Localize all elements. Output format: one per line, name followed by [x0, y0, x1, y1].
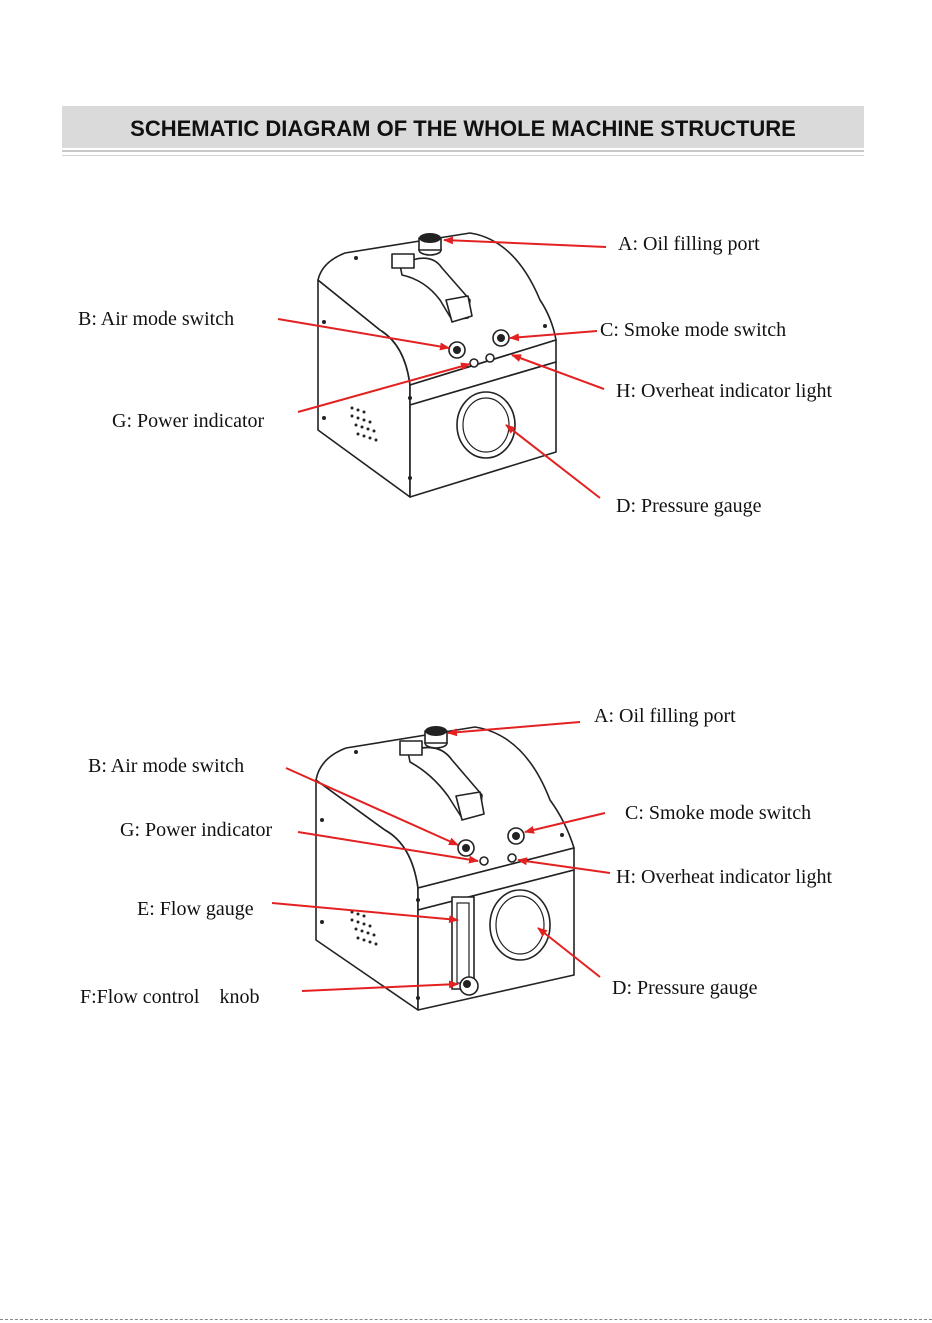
air-mode-switch-center: [453, 346, 461, 354]
arrow-h: [517, 857, 611, 874]
power-indicator: [469, 358, 479, 368]
arrow-b: [285, 767, 459, 846]
machine-diagram-2: [315, 726, 575, 1011]
handle-latch: [399, 740, 423, 756]
label-oil-filling-port: A: Oil filling port: [594, 705, 736, 727]
label-flow-gauge: E: Flow gauge: [137, 898, 254, 920]
panel-screws: [322, 256, 547, 480]
label-smoke-mode-switch: C: Smoke mode switch: [625, 802, 811, 824]
arrow-h: [511, 354, 605, 390]
flow-gauge: [451, 896, 475, 990]
flow-control-knob-center: [463, 980, 471, 988]
label-air-mode-switch: B: Air mode switch: [88, 755, 244, 777]
arrow-a: [443, 236, 607, 248]
side-vent-grille: [350, 406, 378, 442]
label-pressure-gauge: D: Pressure gauge: [616, 495, 762, 517]
section-title: SCHEMATIC DIAGRAM OF THE WHOLE MACHINE S…: [62, 106, 864, 148]
power-indicator: [479, 856, 489, 866]
pressure-gauge-dial: [495, 895, 545, 955]
arrow-d: [537, 927, 601, 978]
air-mode-switch-center: [462, 844, 470, 852]
label-air-mode-switch: B: Air mode switch: [78, 308, 234, 330]
label-flow-control-knob: F:Flow control knob: [80, 986, 259, 1008]
arrow-d: [505, 424, 601, 499]
top-cover: [317, 232, 557, 386]
page-bottom-rule: [0, 1319, 932, 1320]
label-pressure-gauge: D: Pressure gauge: [612, 977, 758, 999]
overheat-indicator: [507, 853, 517, 863]
smoke-mode-switch-center: [497, 334, 505, 342]
handle-grip: [455, 791, 485, 821]
overheat-indicator: [485, 353, 495, 363]
label-power-indicator: G: Power indicator: [120, 819, 273, 841]
label-smoke-mode-switch: C: Smoke mode switch: [600, 319, 786, 341]
smoke-mode-switch-center: [512, 832, 520, 840]
diagram1-pointers: [277, 236, 607, 499]
machine-diagram-1: [317, 232, 557, 498]
handle-latch: [391, 253, 415, 269]
arrow-e: [271, 902, 459, 924]
arrow-g: [297, 362, 471, 413]
top-cover: [315, 726, 575, 889]
arrow-c: [524, 812, 606, 834]
oil-cap-top: [425, 726, 447, 736]
title-underline-secondary: [62, 155, 864, 156]
arrow-c: [509, 330, 598, 342]
title-underline: [62, 150, 864, 152]
oil-cap-top: [419, 233, 441, 243]
label-oil-filling-port: A: Oil filling port: [618, 233, 760, 255]
label-overheat-indicator: H: Overheat indicator light: [616, 380, 832, 402]
arrow-b: [277, 318, 450, 351]
arrow-f: [301, 980, 459, 992]
pressure-gauge: [489, 889, 551, 961]
handle-grip: [445, 295, 473, 323]
arrow-g: [297, 831, 479, 864]
arrow-a: [447, 721, 581, 737]
diagram2-pointers: [271, 721, 611, 992]
side-vent-grille: [350, 910, 378, 946]
label-power-indicator: G: Power indicator: [112, 410, 265, 432]
label-overheat-indicator: H: Overheat indicator light: [616, 866, 832, 888]
panel-screws: [320, 750, 564, 1000]
